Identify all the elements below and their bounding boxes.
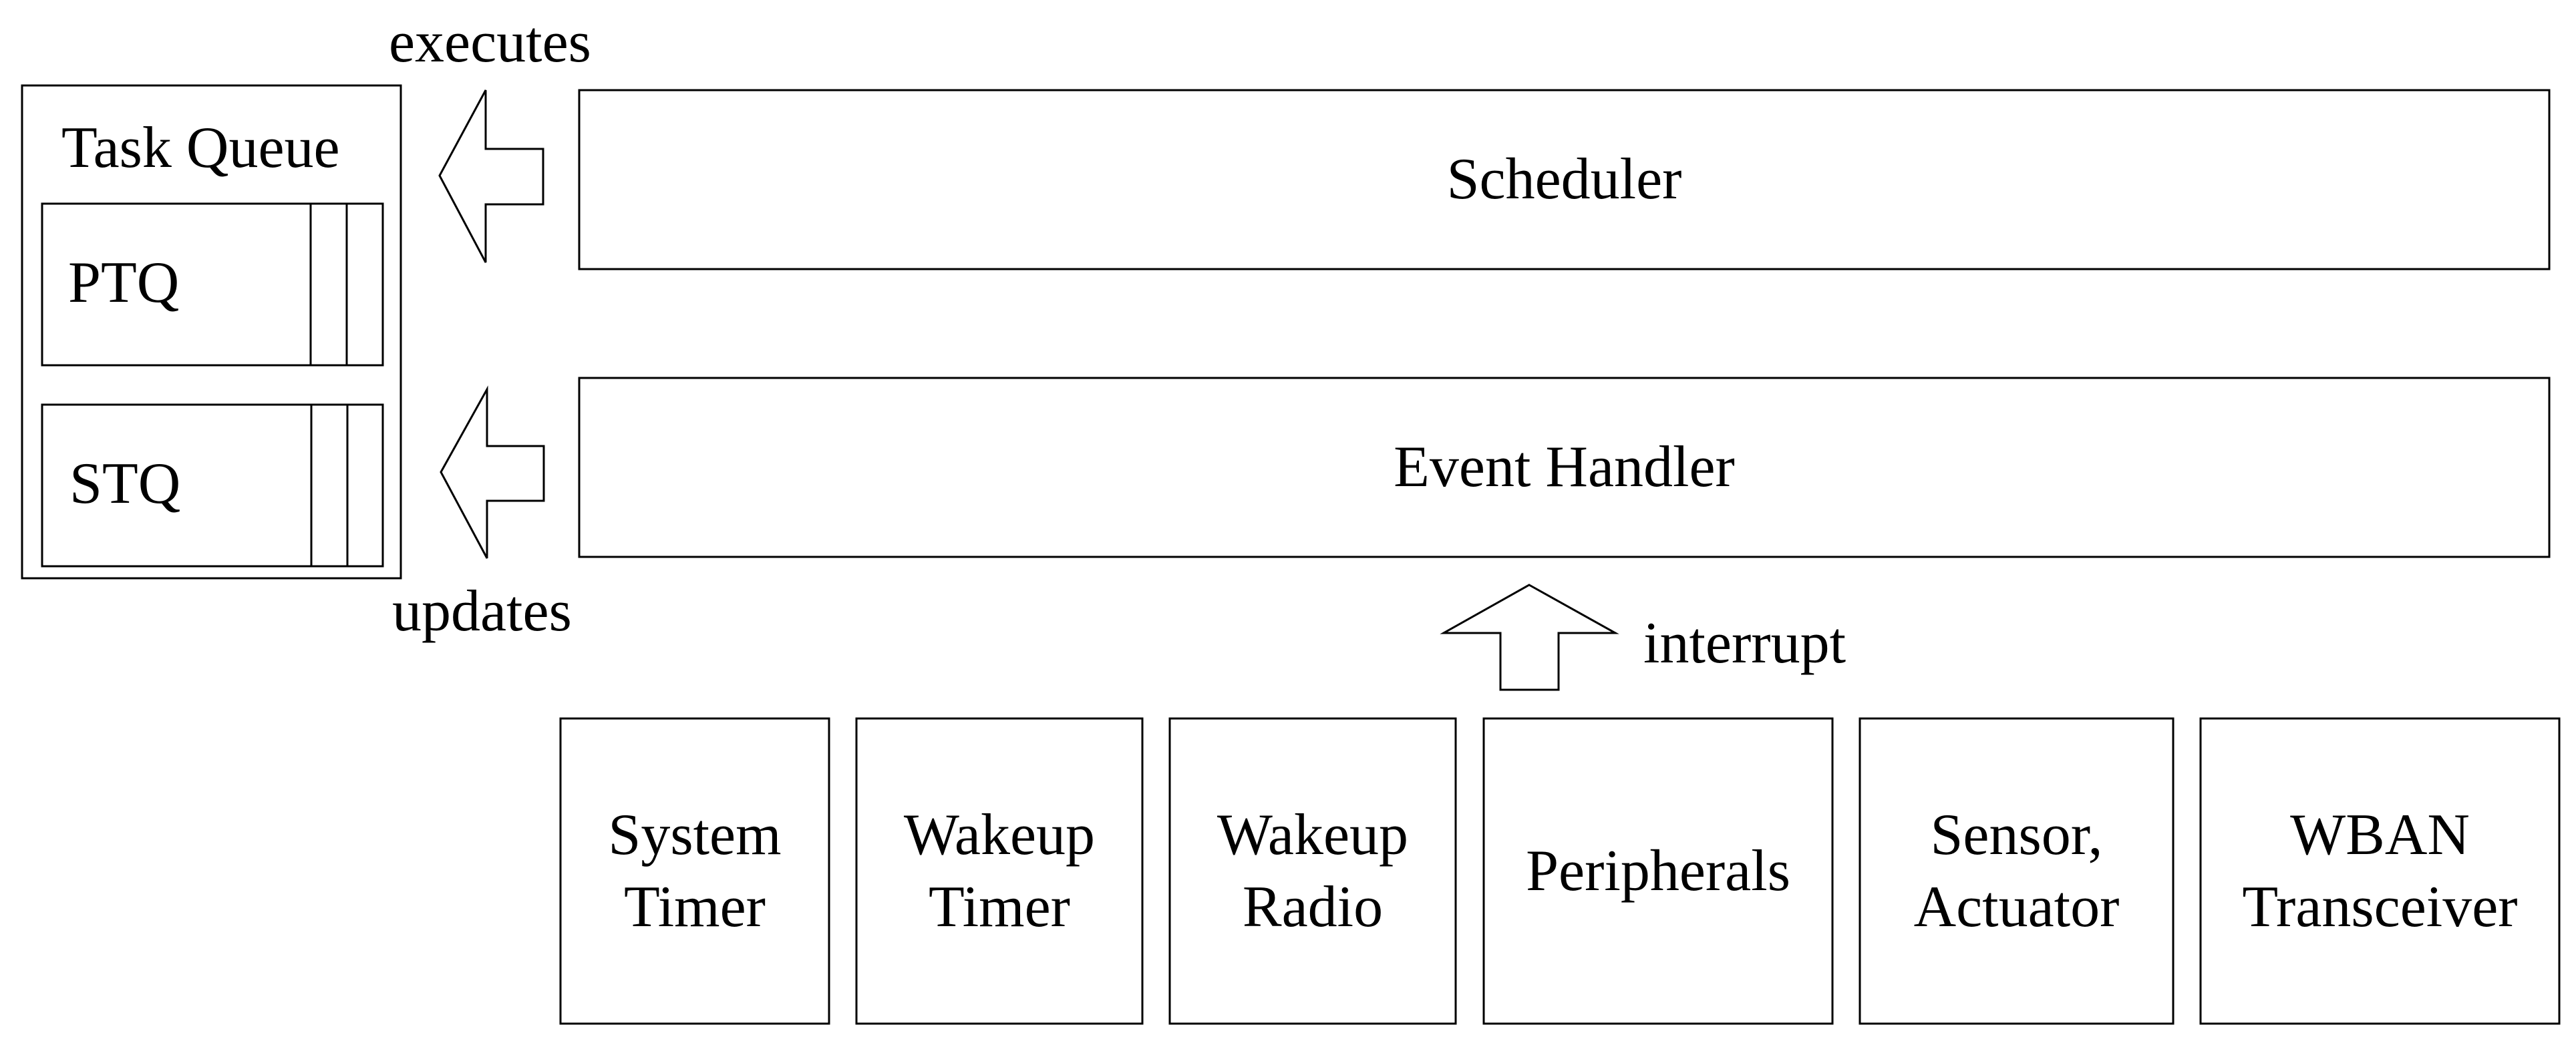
executes-label: executes bbox=[389, 10, 591, 75]
source-line2: Radio bbox=[1242, 874, 1384, 939]
interrupt-arrow-icon bbox=[1440, 584, 1619, 691]
peripherals-label: Peripherals bbox=[1484, 718, 1832, 1024]
wakeup-timer-label: Wakeup Timer bbox=[856, 718, 1142, 1024]
updates-label: updates bbox=[392, 579, 572, 644]
sensor-actuator-box bbox=[1859, 717, 2175, 1025]
source-line2: Timer bbox=[624, 874, 766, 939]
event-handler-label: Event Handler bbox=[579, 378, 2549, 557]
wakeup-radio-label: Wakeup Radio bbox=[1170, 718, 1456, 1024]
source-line2: Actuator bbox=[1913, 874, 2120, 939]
system-timer-label: System Timer bbox=[560, 718, 829, 1024]
event-handler-box bbox=[578, 377, 2551, 558]
wban-transceiver-box bbox=[2199, 717, 2561, 1025]
event-handler-text: Event Handler bbox=[1394, 435, 1735, 500]
task-queue-box bbox=[21, 84, 402, 580]
source-line1: WBAN bbox=[2290, 803, 2470, 868]
source-line1: Wakeup bbox=[903, 803, 1096, 868]
source-line2: Transceiver bbox=[2242, 874, 2518, 939]
wakeup-radio-box bbox=[1168, 717, 1457, 1025]
source-line2: Timer bbox=[929, 874, 1070, 939]
source-line1: Wakeup bbox=[1217, 803, 1409, 868]
stq-label: STQ bbox=[69, 451, 181, 516]
task-queue-title: Task Queue bbox=[61, 116, 340, 180]
system-timer-box bbox=[559, 717, 830, 1025]
sensor-actuator-label: Sensor, Actuator bbox=[1860, 718, 2173, 1024]
wakeup-timer-box bbox=[855, 717, 1144, 1025]
ptq-label: PTQ bbox=[68, 250, 180, 315]
interrupt-label: interrupt bbox=[1643, 611, 1846, 676]
source-line1: Sensor, bbox=[1930, 803, 2103, 868]
peripherals-box bbox=[1482, 717, 1834, 1025]
scheduler-label: Scheduler bbox=[579, 90, 2549, 269]
source-line1: Peripherals bbox=[1526, 838, 1790, 903]
stq-queue-box bbox=[41, 403, 384, 568]
wban-transceiver-label: WBAN Transceiver bbox=[2201, 718, 2559, 1024]
ptq-queue-box bbox=[41, 202, 384, 367]
scheduler-text: Scheduler bbox=[1446, 147, 1682, 212]
source-line1: System bbox=[608, 803, 782, 868]
scheduler-box bbox=[578, 89, 2551, 270]
updates-arrow-icon bbox=[440, 385, 545, 559]
executes-arrow-icon bbox=[438, 89, 544, 263]
